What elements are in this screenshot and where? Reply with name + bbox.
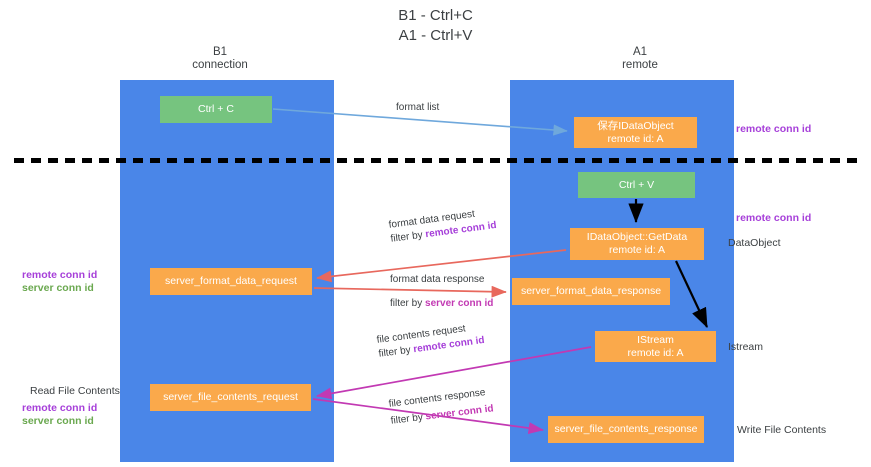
node-istream-label: IStream (637, 333, 674, 346)
node-save-idataobject-remoteid: remote id: A (607, 132, 664, 145)
annotation-left-server-conn-id: server conn id (22, 282, 94, 294)
node-istream[interactable]: IStream remote id: A (595, 331, 716, 362)
filter-key-server-conn-id: server conn id (424, 403, 495, 423)
filter-key-server-conn-id: server conn id (425, 298, 494, 309)
column-header-a1-name: A1 (632, 46, 648, 58)
diagram-title-line1: B1 - Ctrl+C (398, 7, 473, 24)
diagram-title: B1 - Ctrl+C A1 - Ctrl+V (0, 6, 871, 46)
annotation-left-read-file-contents: Read File Contents (30, 385, 120, 397)
annotation-right-istream: Istream (728, 341, 764, 353)
column-header-b1-name: B1 (212, 46, 228, 58)
annotation-left-conn-ids-bottom: remote conn id server conn id (22, 402, 97, 428)
filter-prefix: filter by (390, 298, 426, 309)
edge-label-format-data-response-line1: format data response (390, 274, 485, 285)
annotation-right-write-file-contents: Write File Contents (737, 424, 827, 436)
node-server-file-contents-request[interactable]: server_file_contents_request (150, 384, 311, 411)
filter-prefix: filter by (377, 344, 415, 360)
node-server-file-contents-request-label: server_file_contents_request (163, 391, 298, 403)
column-header-b1: B1 connection (140, 46, 300, 72)
node-server-format-data-request-label: server_format_data_request (165, 275, 297, 287)
node-ctrl-c[interactable]: Ctrl + C (160, 96, 272, 123)
filter-prefix: filter by (389, 229, 427, 245)
annotation-right-remote-conn-id-top: remote conn id (736, 123, 812, 135)
edge-label-format-data-request: format data request filter by remote con… (388, 205, 497, 246)
node-idataobject-getdata[interactable]: IDataObject::GetData remote id: A (570, 228, 704, 260)
node-ctrl-v[interactable]: Ctrl + V (578, 172, 695, 198)
filter-prefix: filter by (390, 411, 427, 427)
node-server-file-contents-response[interactable]: server_file_contents_response (548, 416, 704, 443)
phase-divider (14, 158, 859, 163)
node-server-format-data-request[interactable]: server_format_data_request (150, 268, 312, 295)
node-save-idataobject-label: 保存IDataObject (597, 119, 674, 132)
annotation-left-server-conn-id-2: server conn id (22, 415, 94, 427)
node-idataobject-getdata-label: IDataObject::GetData (586, 231, 688, 243)
node-server-format-data-response[interactable]: server_format_data_response (512, 278, 670, 305)
annotation-left-conn-ids-top: remote conn id server conn id (22, 269, 97, 295)
annotation-right-remote-conn-id-mid: remote conn id (736, 212, 812, 224)
node-server-file-contents-response-label: server_file_contents_response (554, 423, 698, 435)
edge-label-format-list: format list (396, 101, 439, 114)
node-idataobject-getdata-remoteid: remote id: A (608, 244, 666, 256)
edge-label-format-list-text: format list (396, 102, 440, 113)
edge-label-file-contents-response: file contents response filter by server … (388, 385, 494, 427)
node-server-format-data-response-label: server_format_data_response (520, 285, 662, 297)
node-ctrl-v-label: Ctrl + V (618, 178, 655, 191)
column-header-a1: A1 remote (560, 46, 720, 72)
node-save-idataobject[interactable]: 保存IDataObject remote id: A (574, 117, 697, 148)
annotation-left-remote-conn-id-2: remote conn id (22, 402, 98, 414)
edge-label-format-data-response: format data response filter by server co… (390, 273, 493, 310)
annotation-right-dataobject: DataObject (728, 237, 781, 249)
edge-label-file-contents-request: file contents request filter by remote c… (376, 320, 485, 361)
column-header-a1-role: remote (622, 59, 658, 71)
diagram-title-line2: A1 - Ctrl+V (398, 27, 473, 44)
node-ctrl-c-label: Ctrl + C (198, 103, 234, 115)
annotation-left-remote-conn-id: remote conn id (22, 269, 98, 281)
edge-label-format-data-response-filter: filter by server conn id (390, 297, 493, 310)
column-header-b1-role: connection (192, 59, 248, 71)
node-istream-remoteid: remote id: A (627, 346, 684, 359)
